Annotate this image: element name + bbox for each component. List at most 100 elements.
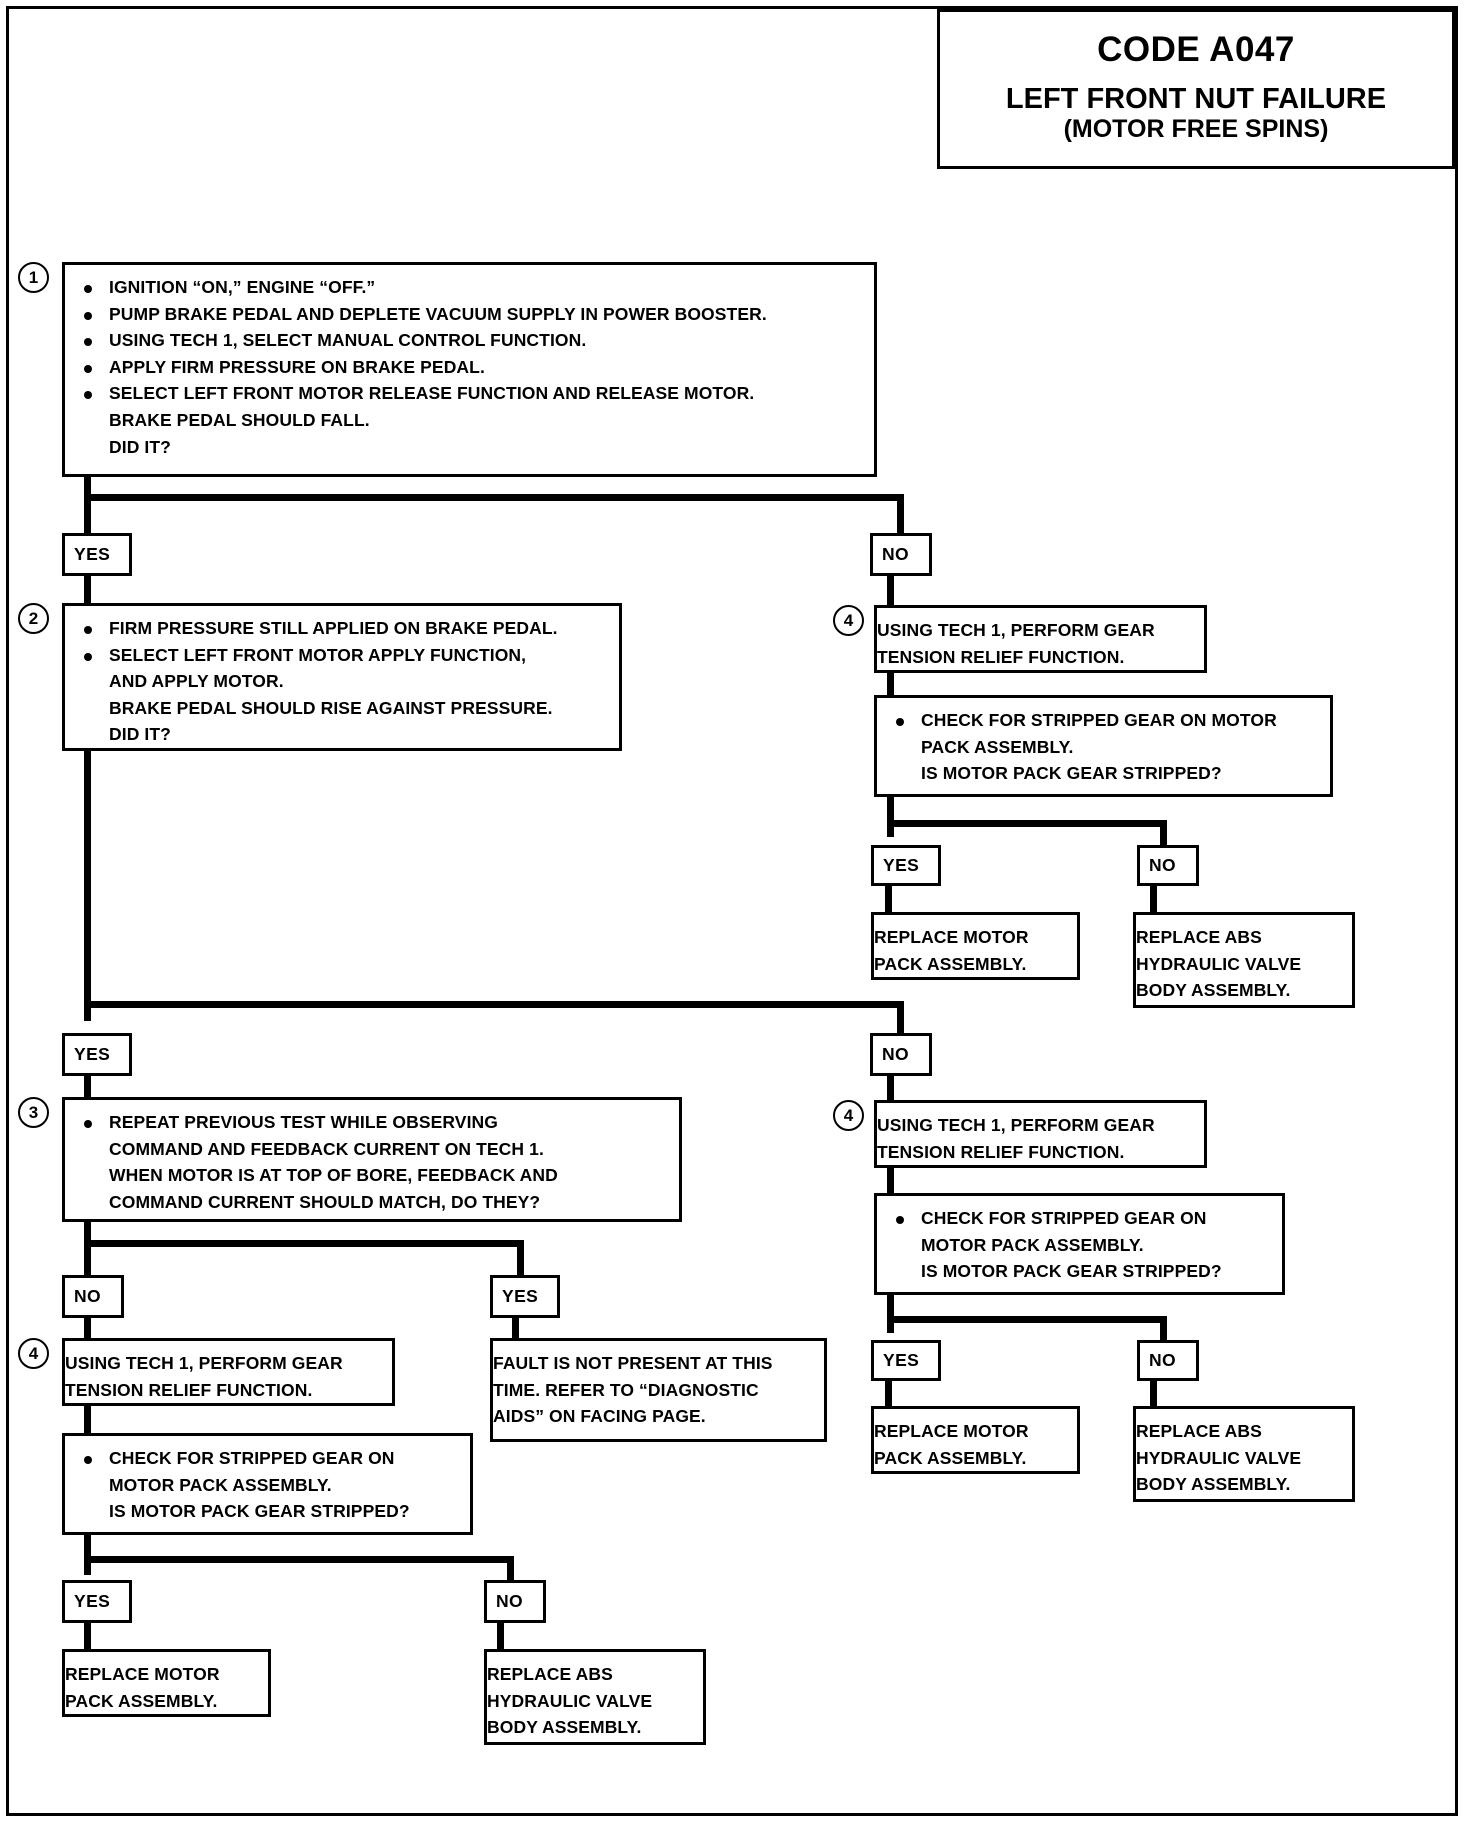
connector-s4b-down [887,1168,894,1193]
step-2-item-4: BRAKE PEDAL SHOULD RISE AGAINST PRESSURE… [109,697,553,718]
step-4a-box: USING TECH 1, PERFORM GEAR TENSION RELIE… [874,605,1207,673]
result-abs-valve-a-box: REPLACE ABS HYDRAULIC VALVE BODY ASSEMBL… [1133,912,1355,1008]
step-1-item-3: USING TECH 1, SELECT MANUAL CONTROL FUNC… [75,327,864,354]
connector-checkB-down [887,1295,894,1333]
check-c-box: CHECK FOR STRIPPED GEAR ON MOTOR PACK AS… [62,1433,473,1535]
branch-tag-no-a: NO [1137,845,1199,886]
result-motor-pack-c-line-2: PACK ASSEMBLY. [65,1690,218,1711]
check-b-line-2: MOTOR PACK ASSEMBLY. [921,1234,1144,1255]
check-a-line-1: CHECK FOR STRIPPED GEAR ON MOTOR [887,707,1320,734]
step-4a-line-2: TENSION RELIEF FUNCTION. [877,646,1125,667]
step-2-item-2: SELECT LEFT FRONT MOTOR APPLY FUNCTION, [75,642,609,669]
result-fault-not-present-box: FAULT IS NOT PRESENT AT THIS TIME. REFER… [490,1338,827,1442]
result-motor-pack-c-box: REPLACE MOTOR PACK ASSEMBLY. [62,1649,271,1717]
result-abs-valve-b-box: REPLACE ABS HYDRAULIC VALVE BODY ASSEMBL… [1133,1406,1355,1502]
step-4c-box: USING TECH 1, PERFORM GEAR TENSION RELIE… [62,1338,395,1406]
connector-yes3-down [512,1318,519,1342]
step-2-item-1: FIRM PRESSURE STILL APPLIED ON BRAKE PED… [75,615,609,642]
connector-s2-right-down [897,1001,904,1041]
step-4b-line-1: USING TECH 1, PERFORM GEAR [877,1115,1155,1135]
connector-yesC-down [84,1623,91,1649]
fault-not-present-line-3: AIDS” ON FACING PAGE. [493,1406,706,1427]
result-abs-valve-c-line-3: BODY ASSEMBLY. [487,1717,642,1738]
branch-tag-no-3: NO [62,1275,124,1318]
fault-not-present-line-1: FAULT IS NOT PRESENT AT THIS [493,1353,773,1373]
branch-tag-no-1: NO [870,533,932,576]
branch-tag-yes-2: YES [62,1033,132,1076]
connector-s1-down [84,477,91,533]
step-1-item-5: SELECT LEFT FRONT MOTOR RELEASE FUNCTION… [75,380,864,407]
check-a-box: CHECK FOR STRIPPED GEAR ON MOTOR PACK AS… [874,695,1333,797]
step-4c-line-1: USING TECH 1, PERFORM GEAR [65,1353,343,1373]
step-4b-line-2: TENSION RELIEF FUNCTION. [877,1141,1125,1162]
step-1-item-4: APPLY FIRM PRESSURE ON BRAKE PEDAL. [75,354,864,381]
step-3-item-3: WHEN MOTOR IS AT TOP OF BORE, FEEDBACK A… [109,1165,558,1186]
step-1-item-1: IGNITION “ON,” ENGINE “OFF.” [75,274,864,301]
step-circle-4a: 4 [833,605,864,636]
step-3-item-2: COMMAND AND FEEDBACK CURRENT ON TECH 1. [109,1138,544,1159]
check-c-line-2: MOTOR PACK ASSEMBLY. [109,1474,332,1495]
step-circle-4c: 4 [18,1338,49,1369]
result-abs-valve-b-line-3: BODY ASSEMBLY. [1136,1474,1291,1495]
fault-not-present-line-2: TIME. REFER TO “DIAGNOSTIC [493,1379,759,1400]
check-a-line-2: PACK ASSEMBLY. [921,736,1074,757]
result-abs-valve-a-line-1: REPLACE ABS [1136,927,1262,947]
result-motor-pack-c-line-1: REPLACE MOTOR [65,1664,220,1684]
code-header-box: CODE A047 LEFT FRONT NUT FAILURE (MOTOR … [937,9,1455,169]
connector-yes2-down [84,1076,91,1100]
step-4a-line-1: USING TECH 1, PERFORM GEAR [877,620,1155,640]
branch-tag-no-b: NO [1137,1340,1199,1381]
step-3-item-4: COMMAND CURRENT SHOULD MATCH, DO THEY? [109,1191,541,1212]
step-2-item-3: AND APPLY MOTOR. [109,671,284,692]
result-motor-pack-b-line-2: PACK ASSEMBLY. [874,1447,1027,1468]
result-abs-valve-b-line-2: HYDRAULIC VALVE [1136,1447,1302,1468]
check-a-line-3: IS MOTOR PACK GEAR STRIPPED? [921,763,1222,784]
connector-s3-bus [84,1240,524,1247]
branch-tag-no-2: NO [870,1033,932,1076]
result-motor-pack-a-line-1: REPLACE MOTOR [874,927,1029,947]
check-c-line-3: IS MOTOR PACK GEAR STRIPPED? [109,1501,410,1522]
check-c-line-1: CHECK FOR STRIPPED GEAR ON [75,1445,460,1472]
result-motor-pack-a-box: REPLACE MOTOR PACK ASSEMBLY. [871,912,1080,980]
step-4c-line-2: TENSION RELIEF FUNCTION. [65,1379,313,1400]
step-circle-2: 2 [18,603,49,634]
connector-checkA-bus [887,820,1167,827]
code-header-subtitle: (MOTOR FREE SPINS) [1063,115,1329,144]
step-1-item-2: PUMP BRAKE PEDAL AND DEPLETE VACUUM SUPP… [75,301,864,328]
branch-tag-yes-b: YES [871,1340,941,1381]
code-header-code: CODE A047 [1097,30,1295,69]
connector-s4c-down [84,1406,91,1433]
connector-s4a-down [887,673,894,695]
check-b-line-3: IS MOTOR PACK GEAR STRIPPED? [921,1261,1222,1282]
code-header-title: LEFT FRONT NUT FAILURE [1005,83,1387,115]
connector-checkB-bus [887,1316,1167,1323]
result-abs-valve-b-line-1: REPLACE ABS [1136,1421,1262,1441]
result-abs-valve-c-line-1: REPLACE ABS [487,1664,613,1684]
connector-checkA-down [887,797,894,837]
step-circle-4b: 4 [833,1100,864,1131]
connector-no3-down [84,1318,91,1342]
result-motor-pack-a-line-2: PACK ASSEMBLY. [874,953,1027,974]
connector-s1-right-down [897,494,904,538]
step-circle-1: 1 [18,262,49,293]
connector-checkB-right-down [1160,1316,1167,1346]
result-motor-pack-b-line-1: REPLACE MOTOR [874,1421,1029,1441]
connector-yes1-down [84,576,91,606]
page-border [6,6,1458,1816]
step-1-item-6: BRAKE PEDAL SHOULD FALL. [109,409,370,430]
connector-yesB-down [885,1381,892,1406]
step-3-box: REPEAT PREVIOUS TEST WHILE OBSERVING COM… [62,1097,682,1222]
step-1-item-7: DID IT? [109,436,171,457]
connector-noB-down [1150,1381,1157,1406]
branch-tag-yes-a: YES [871,845,941,886]
connector-s1-bus [84,494,904,501]
connector-no2-down [887,1076,894,1100]
connector-s3-right-down [517,1240,524,1278]
step-2-box: FIRM PRESSURE STILL APPLIED ON BRAKE PED… [62,603,622,751]
connector-s2-bus [84,1001,904,1008]
result-abs-valve-a-line-2: HYDRAULIC VALVE [1136,953,1302,974]
branch-tag-yes-1: YES [62,533,132,576]
result-motor-pack-b-box: REPLACE MOTOR PACK ASSEMBLY. [871,1406,1080,1474]
step-circle-3: 3 [18,1097,49,1128]
